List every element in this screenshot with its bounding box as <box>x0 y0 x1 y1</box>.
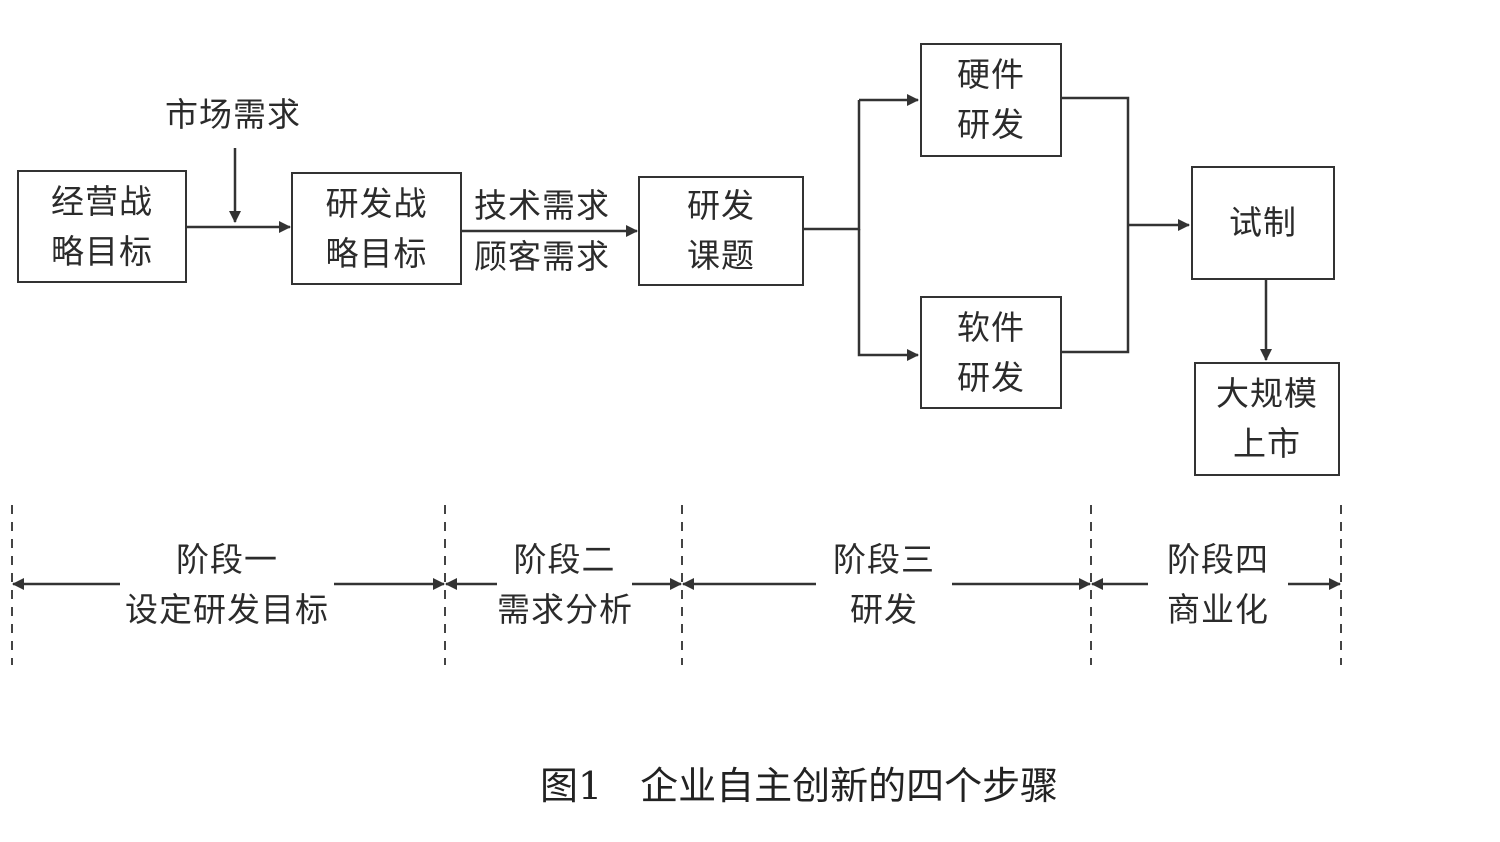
rd-topic-box: 研发 课题 <box>638 176 804 286</box>
rd-strategy-line-2: 略目标 <box>325 233 428 273</box>
stage-3-label: 阶段三 研发 <box>818 535 950 635</box>
business-goal-line-1: 经营战 <box>51 181 153 221</box>
stage-2-desc: 需求分析 <box>497 590 633 629</box>
mass-market-box: 大规模 上市 <box>1194 362 1340 476</box>
software-rd-box: 软件 研发 <box>920 296 1062 409</box>
business-goal-line-2: 略目标 <box>51 231 153 271</box>
stage-3-desc: 研发 <box>850 590 918 629</box>
mass-market-line-2: 上市 <box>1233 424 1301 463</box>
hardware-rd-line-2: 研发 <box>957 105 1025 144</box>
stage-4-label: 阶段四 商业化 <box>1150 535 1286 635</box>
stage-1-label: 阶段一 设定研发目标 <box>122 535 332 635</box>
market-demand-label: 市场需求 <box>165 95 301 134</box>
stage-1-name: 阶段一 <box>176 540 278 579</box>
software-rd-line-2: 研发 <box>957 357 1025 397</box>
stage-2-name: 阶段二 <box>513 540 616 579</box>
rd-topic-line-1: 研发 <box>687 186 755 225</box>
technical-demand-label: 技术需求 <box>474 186 610 225</box>
stage-3-name: 阶段三 <box>833 540 935 579</box>
stage-2-label: 阶段二 需求分析 <box>497 535 632 635</box>
trial-label: 试制 <box>1229 203 1297 242</box>
stage-4-desc: 商业化 <box>1167 590 1269 629</box>
software-rd-line-1: 软件 <box>957 307 1025 347</box>
customer-demand-label: 顾客需求 <box>474 237 610 276</box>
trial-box: 试制 <box>1191 166 1335 280</box>
business-goal-box: 经营战 略目标 <box>17 170 187 283</box>
mass-market-line-1: 大规模 <box>1216 374 1318 413</box>
hardware-rd-line-1: 硬件 <box>957 55 1025 94</box>
stage-4-name: 阶段四 <box>1167 540 1269 579</box>
figure-caption: 图1 企业自主创新的四个步骤 <box>540 764 1059 808</box>
hardware-rd-box: 硬件 研发 <box>920 43 1062 157</box>
rd-strategy-line-1: 研发战 <box>325 183 428 223</box>
rd-strategy-box: 研发战 略目标 <box>291 172 462 285</box>
stage-1-desc: 设定研发目标 <box>125 590 329 629</box>
rd-topic-line-2: 课题 <box>687 236 755 275</box>
